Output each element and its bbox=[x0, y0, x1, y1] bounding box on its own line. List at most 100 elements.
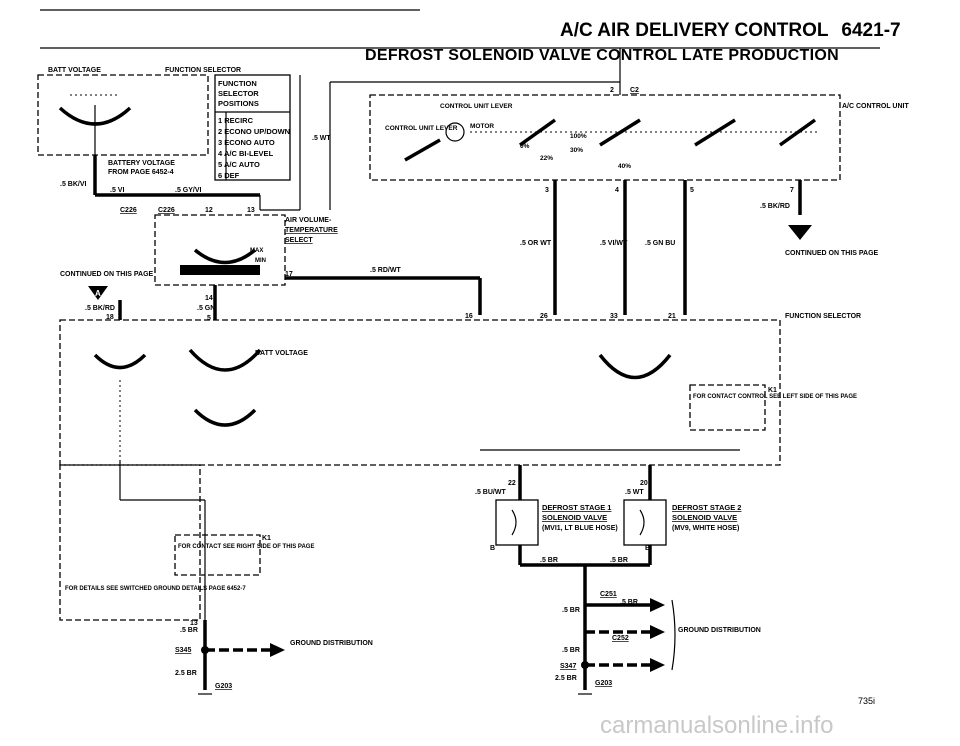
pin-label: 17 bbox=[285, 271, 293, 278]
ac-control-unit-box bbox=[369, 94, 841, 181]
continued-label: CONTINUED ON THIS PAGE bbox=[785, 250, 879, 257]
batt-voltage-label: BATT VOLTAGE bbox=[255, 350, 308, 357]
pin-label: 20 bbox=[640, 480, 648, 487]
pin-label: 22 bbox=[508, 480, 516, 487]
wire-label: .5 BR bbox=[562, 647, 580, 654]
pin-label: 16 bbox=[465, 313, 473, 320]
function-selector-label: FUNCTION SELECTOR bbox=[165, 67, 241, 74]
ground-arrow bbox=[650, 658, 665, 672]
motor-label: MOTOR bbox=[470, 123, 494, 130]
ground-bracket bbox=[671, 599, 676, 671]
wire-label: .5 BR bbox=[180, 627, 198, 634]
wire-label: 2.5 BR bbox=[175, 670, 197, 677]
continued-label: CONTINUED ON THIS PAGE bbox=[60, 271, 154, 278]
pin-label: B bbox=[490, 545, 495, 552]
wire-label: .5 BK/RD bbox=[85, 305, 115, 312]
page-number: 6421-7 bbox=[841, 20, 901, 41]
pin-label: 5 bbox=[207, 315, 211, 322]
percent-label: 22% bbox=[540, 155, 553, 162]
select-wiper bbox=[193, 248, 257, 265]
wire-label: .5 VI bbox=[110, 187, 124, 194]
connector-label: C226 bbox=[120, 207, 137, 214]
wire-label: .5 GY/VI bbox=[175, 187, 202, 194]
air-volume-select-box bbox=[154, 214, 286, 286]
percent-label: 0% bbox=[520, 143, 530, 150]
wire-label: .5 WT bbox=[312, 135, 331, 142]
positions-title-2: SELECTOR bbox=[218, 89, 259, 98]
pin-label: 5 bbox=[690, 187, 694, 194]
continued-marker-left bbox=[88, 286, 108, 300]
details-note: FOR DETAILS SEE SWITCHED GROUND DETAILS … bbox=[65, 586, 246, 592]
pin-label: 13 bbox=[247, 207, 255, 214]
connector-label: C251 bbox=[600, 591, 617, 598]
battery-voltage-label: BATTERY VOLTAGE bbox=[108, 160, 175, 167]
page-title: A/C AIR DELIVERY CONTROL bbox=[560, 20, 829, 41]
pin-label: 18 bbox=[106, 314, 114, 321]
temperature-label: TEMPERATURE bbox=[285, 227, 338, 234]
stage2-sub: SOLENOID VALVE bbox=[672, 513, 737, 522]
coil-symbol bbox=[511, 509, 517, 536]
continued-marker-right bbox=[788, 225, 812, 240]
defrost-stage1-solenoid bbox=[495, 499, 539, 546]
selector-wiper bbox=[93, 353, 147, 370]
defrost-stage2-solenoid bbox=[623, 499, 667, 546]
ground-distribution-label: GROUND DISTRIBUTION bbox=[678, 627, 761, 634]
ground-arrow bbox=[650, 598, 665, 612]
connector-label: C226 bbox=[158, 207, 175, 214]
wire-label: .5 BK/RD bbox=[760, 203, 790, 210]
pin-label: 13 bbox=[190, 620, 198, 627]
diagram-subtitle: DEFROST SOLENOID VALVE CONTROL LATE PROD… bbox=[365, 47, 839, 64]
percent-label: 100% bbox=[570, 133, 587, 140]
contact-note: FOR CONTACT SEE RIGHT SIDE OF THIS PAGE bbox=[178, 544, 314, 550]
wire-label: 2.5 BR bbox=[555, 675, 577, 682]
ground-distribution-label: GROUND DISTRIBUTION bbox=[290, 640, 373, 647]
stage2-note: (MV9, WHITE HOSE) bbox=[672, 525, 739, 532]
wire-label: .5 WT bbox=[625, 489, 644, 496]
wire-label: .5 BR bbox=[540, 557, 558, 564]
from-page-label: FROM PAGE 6452-4 bbox=[108, 169, 174, 176]
watermark-text: carmanualsonline.info bbox=[600, 712, 834, 739]
ground-arrow bbox=[650, 625, 665, 639]
wire-label: .5 BR bbox=[610, 557, 628, 564]
percent-label: 40% bbox=[618, 163, 631, 170]
position-item: 2 ECONO UP/DOWN bbox=[218, 127, 290, 136]
motor-icon bbox=[445, 122, 465, 142]
relay-box-right bbox=[689, 384, 766, 431]
stage1-title: DEFROST STAGE 1 bbox=[542, 503, 611, 512]
wire-label: .5 RD/WT bbox=[370, 267, 401, 274]
wire-label: .5 GN BU bbox=[645, 240, 675, 247]
relay-label: K1 bbox=[262, 535, 271, 542]
pin-label: 12 bbox=[205, 207, 213, 214]
connector-label: C252 bbox=[612, 635, 629, 642]
stage1-sub: SOLENOID VALVE bbox=[542, 513, 607, 522]
min-label: MIN bbox=[255, 258, 266, 264]
wire-label: .5 BK/VI bbox=[60, 181, 87, 188]
stage2-title: DEFROST STAGE 2 bbox=[672, 503, 741, 512]
splice-label: S345 bbox=[175, 647, 191, 654]
wire-label: .5 BU/WT bbox=[475, 489, 506, 496]
relay-label: K1 bbox=[768, 387, 777, 394]
position-item: 5 A/C AUTO bbox=[218, 160, 260, 169]
positions-table bbox=[214, 74, 291, 181]
corner-code: 735i bbox=[858, 696, 875, 706]
ac-control-unit-label: A/C CONTROL UNIT bbox=[842, 103, 909, 110]
coil-symbol bbox=[639, 509, 645, 536]
positions-title-3: POSITIONS bbox=[218, 99, 259, 108]
pin-label: 2 bbox=[610, 87, 614, 94]
lever-arm bbox=[778, 118, 817, 147]
air-volume-label: AIR VOLUME- bbox=[285, 217, 332, 224]
splice-label: S347 bbox=[560, 663, 576, 670]
pin-label: 26 bbox=[540, 313, 548, 320]
ground-arrow bbox=[270, 643, 285, 657]
wire-label: .5 OR WT bbox=[520, 240, 552, 247]
selector-wiper bbox=[188, 348, 262, 372]
pin-label: B bbox=[645, 545, 650, 552]
lever-arm bbox=[404, 138, 441, 162]
positions-title-1: FUNCTION bbox=[218, 79, 257, 88]
wire-label: .5 BR bbox=[620, 599, 638, 606]
selector-wiper bbox=[193, 408, 257, 427]
pin-label: 21 bbox=[668, 313, 676, 320]
wire-label: .5 BR bbox=[562, 607, 580, 614]
function-selector-box-left bbox=[37, 74, 209, 156]
wire-label: .5 GN bbox=[197, 305, 215, 312]
